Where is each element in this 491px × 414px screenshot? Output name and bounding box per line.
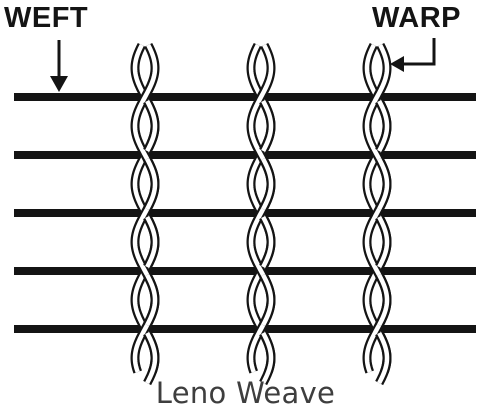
pointer-arrows xyxy=(50,38,436,92)
warp-pair xyxy=(130,42,160,386)
warp-twist xyxy=(377,157,390,211)
warp-twist xyxy=(145,331,158,385)
warp-twist xyxy=(145,157,158,211)
weft-threads xyxy=(14,93,476,333)
warp-label: WARP xyxy=(372,2,461,34)
warp-twist xyxy=(261,215,274,269)
warp-twist xyxy=(377,331,390,385)
warp-twist xyxy=(377,99,390,153)
figure-caption: Leno Weave xyxy=(155,376,336,410)
warp-pair xyxy=(246,42,276,386)
warp-arrow-icon xyxy=(390,38,436,72)
warp-twist xyxy=(377,273,390,327)
warp-pair xyxy=(362,42,392,386)
weft-arrow-icon xyxy=(50,40,68,92)
warp-twist xyxy=(261,99,274,153)
warp-twist xyxy=(145,99,158,153)
warp-twist xyxy=(261,157,274,211)
warp-twist xyxy=(145,273,158,327)
weft-label: WEFT xyxy=(4,2,89,34)
warp-threads xyxy=(130,42,392,386)
warp-twist xyxy=(261,273,274,327)
warp-twist xyxy=(261,331,274,385)
warp-twist xyxy=(145,215,158,269)
warp-twist xyxy=(377,215,390,269)
